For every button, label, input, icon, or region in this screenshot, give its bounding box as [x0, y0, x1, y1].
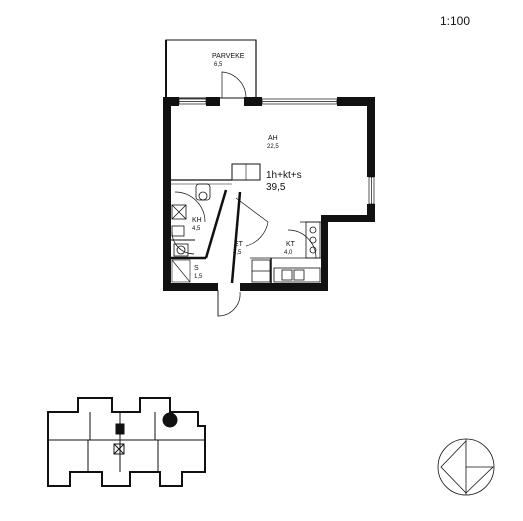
- room-area-kt: 4,0: [284, 250, 293, 256]
- washing-machine-icon: [173, 243, 189, 257]
- room-label-kh: KH: [192, 217, 202, 224]
- kitchen-counter: [273, 267, 321, 283]
- wardrobe: [171, 259, 191, 283]
- windows: [178, 98, 375, 205]
- stove-icon: [305, 221, 321, 259]
- balcony: [165, 39, 257, 99]
- north-arrow-icon: [437, 438, 495, 496]
- entrance-door-swing: [217, 290, 241, 317]
- sink-icon: [281, 269, 293, 281]
- outer-walls: [163, 97, 375, 291]
- kitchen-fixtures: [251, 221, 321, 283]
- room-label-et: ET: [234, 241, 244, 248]
- key-plan-icon: [47, 397, 206, 487]
- door-swings: [171, 191, 317, 317]
- room-label-s: S: [194, 265, 199, 272]
- room-label-parveke: PARVEKE: [212, 53, 245, 60]
- room-label-kt: KT: [286, 241, 296, 248]
- key-plan-marker: [162, 412, 178, 428]
- scale-label: 1:100: [440, 14, 470, 28]
- interior-walls: [171, 163, 321, 284]
- apartment-area: 39,5: [266, 182, 286, 193]
- bathroom-fixtures: [171, 183, 211, 257]
- room-label-ah: AH: [268, 135, 278, 142]
- room-area-et: 4,5: [233, 250, 242, 256]
- balcony-door-swing: [221, 71, 247, 99]
- room-area-kh: 4,5: [192, 226, 201, 232]
- apartment-type: 1h+kt+s: [266, 170, 302, 181]
- room-area-s: 1,5: [194, 274, 203, 280]
- washbasin-icon: [171, 225, 185, 237]
- shower-icon: [171, 204, 187, 220]
- room-area-parveke: 6,5: [214, 62, 223, 68]
- room-area-ah: 22,5: [267, 144, 279, 150]
